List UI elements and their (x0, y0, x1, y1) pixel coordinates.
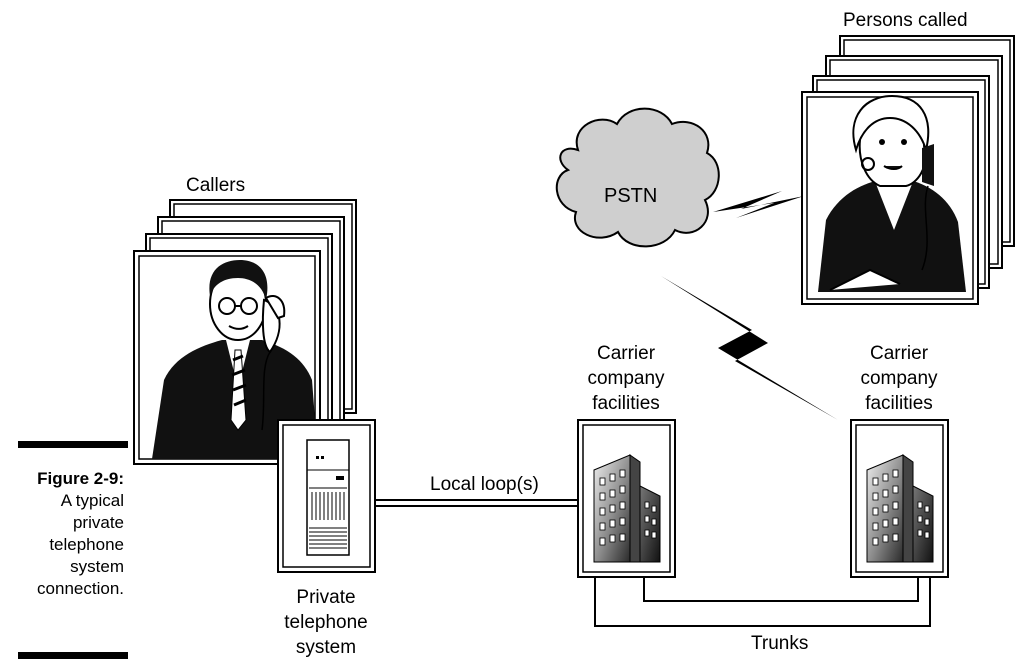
carrier-right-label: Carrier company facilities (843, 341, 955, 416)
figure-caption: Figure 2-9: A typical private telephone … (0, 468, 124, 600)
carrier-left-line-2: company (587, 368, 665, 389)
caption-line-2: private (72, 513, 124, 532)
carrier-left-line-1: Carrier (596, 343, 656, 364)
carrier-left-label: Carrier company facilities (570, 341, 682, 416)
private-telephone-system-label: Private telephone system (270, 585, 382, 660)
caller-man-illustration (152, 260, 318, 459)
private-telephone-system-box (277, 419, 376, 573)
person-called-woman-illustration (818, 94, 966, 292)
callers-label: Callers (186, 175, 246, 196)
trunk-line (594, 577, 931, 627)
pstn-label: PSTN (604, 185, 658, 207)
caption-top-rule (18, 441, 128, 448)
lightning-bolt-call (713, 191, 804, 218)
caption-line-1: A typical (60, 491, 124, 510)
figure-number: Figure 2-9: (37, 469, 124, 488)
callers-photo-stack (133, 199, 357, 465)
carrier-right-line-2: company (860, 368, 938, 389)
local-loop-line (375, 499, 578, 507)
pstn-cloud (555, 107, 720, 248)
persons-called-photo-stack (801, 35, 1015, 305)
private-system-line-1: Private (296, 587, 356, 608)
caption-line-5: connection. (37, 579, 124, 598)
carrier-right-line-1: Carrier (869, 343, 929, 364)
lightning-bolt-network (661, 276, 838, 420)
trunks-label: Trunks (751, 633, 809, 654)
persons-called-label: Persons called (843, 10, 968, 31)
carrier-facility-right-box (850, 419, 949, 578)
caption-bottom-rule (18, 652, 128, 659)
caption-line-4: system (70, 557, 124, 576)
private-system-line-3: system (295, 637, 357, 658)
carrier-left-line-3: facilities (592, 393, 660, 414)
private-system-line-2: telephone (284, 612, 368, 633)
caption-line-3: telephone (49, 535, 124, 554)
carrier-facility-left-box (577, 419, 676, 578)
local-loops-label: Local loop(s) (430, 474, 539, 495)
carrier-right-line-3: facilities (865, 393, 933, 414)
